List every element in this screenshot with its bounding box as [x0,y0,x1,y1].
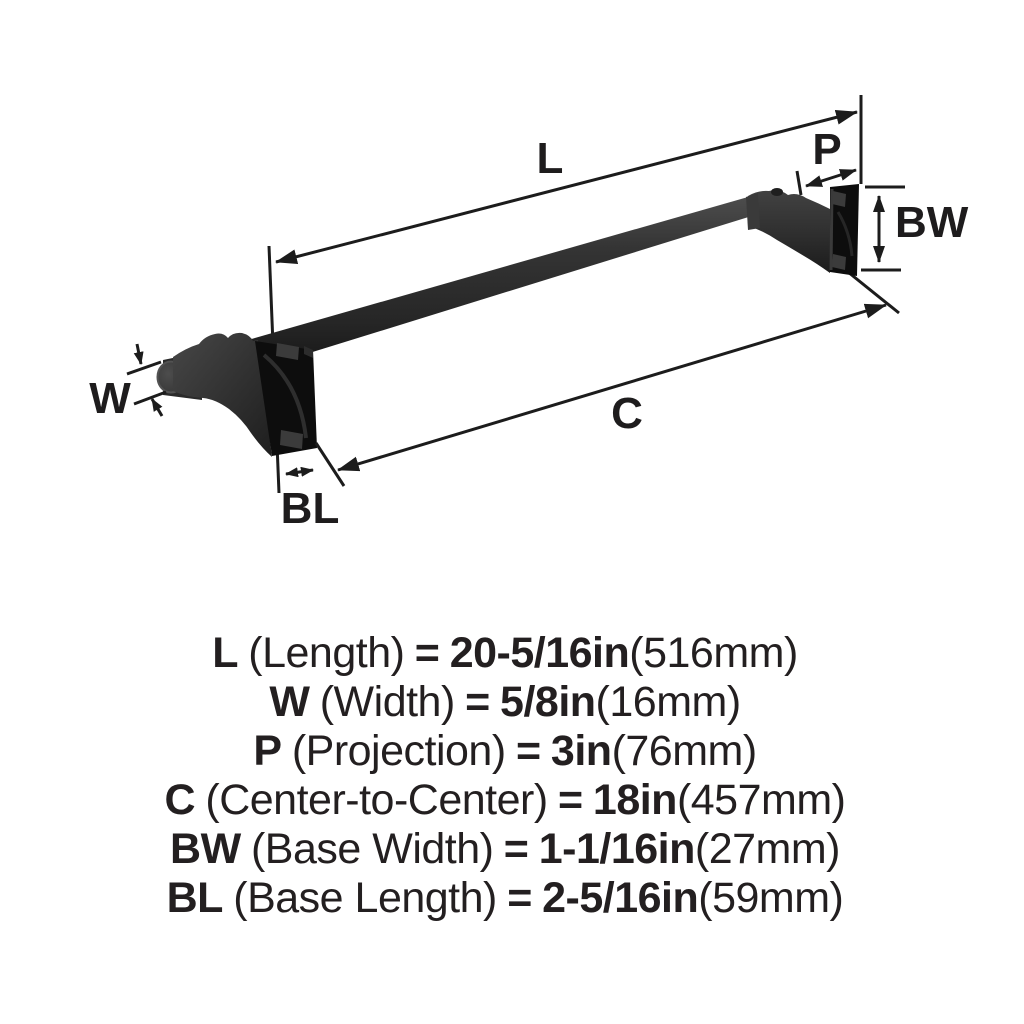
spec-value: 1-1/16in [538,825,696,873]
spec-metric: (516mm) [629,629,798,677]
dimension-lines [126,95,905,487]
left-plate-bottom-tab [280,430,303,449]
spec-metric: (59mm) [698,874,844,922]
spec-value: 3in [550,727,612,775]
left-post-arm [173,332,272,457]
spec-dimension-name: (Base Width) [250,825,494,873]
spec-value: 20-5/16in [449,629,630,677]
spec-row-center-to-center: C(Center-to-Center)=18in(457mm) [0,776,1010,825]
spec-equals: = [507,874,532,922]
spec-row-base-width: BW(Base Width)=1-1/16in(27mm) [0,825,1010,874]
ext-tick-w-top [126,360,162,376]
spec-metric: (76mm) [611,727,758,775]
dim-arrow-base-length [285,466,314,478]
spec-dimension-name: (Center-to-Center) [205,776,548,824]
spec-equals: = [557,776,583,824]
spec-row-projection: P(Projection)=3in(76mm) [0,727,1010,776]
spec-code: BW [170,825,241,873]
dim-arrow-center-to-center [337,303,887,472]
spec-equals: = [503,825,529,873]
spec-metric: (27mm) [694,825,841,873]
ext-line-c-right [847,270,900,315]
dim-arrow-projection [805,168,857,188]
dim-label-projection: P [812,125,841,174]
dim-label-center-to-center: C [611,389,643,438]
towel-bar-diagram: L P BW W C BL [89,95,969,533]
spec-dimension-name: (Base Length) [233,874,497,922]
dim-arrow-width-top [133,343,144,365]
towel-bar-product [156,184,859,457]
spec-value: 5/8in [500,678,596,726]
spec-code: L [212,629,238,677]
left-plate-top-tab [276,343,299,360]
spec-equals: = [414,629,440,677]
spec-code: P [253,727,282,775]
right-arm-screw-boss [771,188,783,196]
spec-value: 2-5/16in [542,874,699,922]
spec-dimension-name: (Length) [248,629,405,677]
ext-tick-w-bottom [133,390,167,406]
left-plate-corner-notch [304,346,313,358]
dim-label-width: W [89,374,131,423]
extension-lines-under [267,245,900,494]
ext-line-bl-right [314,442,346,487]
spec-equals: = [515,727,541,775]
left-plate-cavity-edge [262,353,308,439]
dim-arrow-length [275,109,858,265]
left-mount-plate [255,341,317,456]
spec-list: L(Length)=20-5/16in(516mm) W(Width)=5/8i… [0,629,1010,923]
spec-code: W [269,678,310,726]
spec-metric: (457mm) [676,776,846,824]
spec-metric: (16mm) [595,678,742,726]
dim-label-length: L [537,134,564,183]
spec-row-length: L(Length)=20-5/16in(516mm) [0,629,1010,678]
dim-label-base-length: BL [281,484,340,533]
spec-value: 18in [592,776,678,824]
dim-label-base-width: BW [895,198,969,247]
right-plate-edge-highlight [829,188,834,271]
spec-code: BL [166,874,224,922]
spec-equals: = [465,678,490,726]
dim-arrow-width-bottom [150,398,164,417]
towel-bar-rod [248,195,755,372]
spec-row-width: W(Width)=5/8in(16mm) [0,678,1010,727]
spec-dimension-name: (Projection) [291,727,506,775]
dimension-labels: L P BW W C BL [89,125,969,533]
spec-dimension-name: (Width) [319,678,456,726]
right-bar-collar [746,193,760,230]
right-post-arm [748,190,830,273]
spec-code: C [164,776,196,824]
ext-tick-p [795,170,803,196]
spec-row-base-length: BL(Base Length)=2-5/16in(59mm) [0,874,1010,923]
